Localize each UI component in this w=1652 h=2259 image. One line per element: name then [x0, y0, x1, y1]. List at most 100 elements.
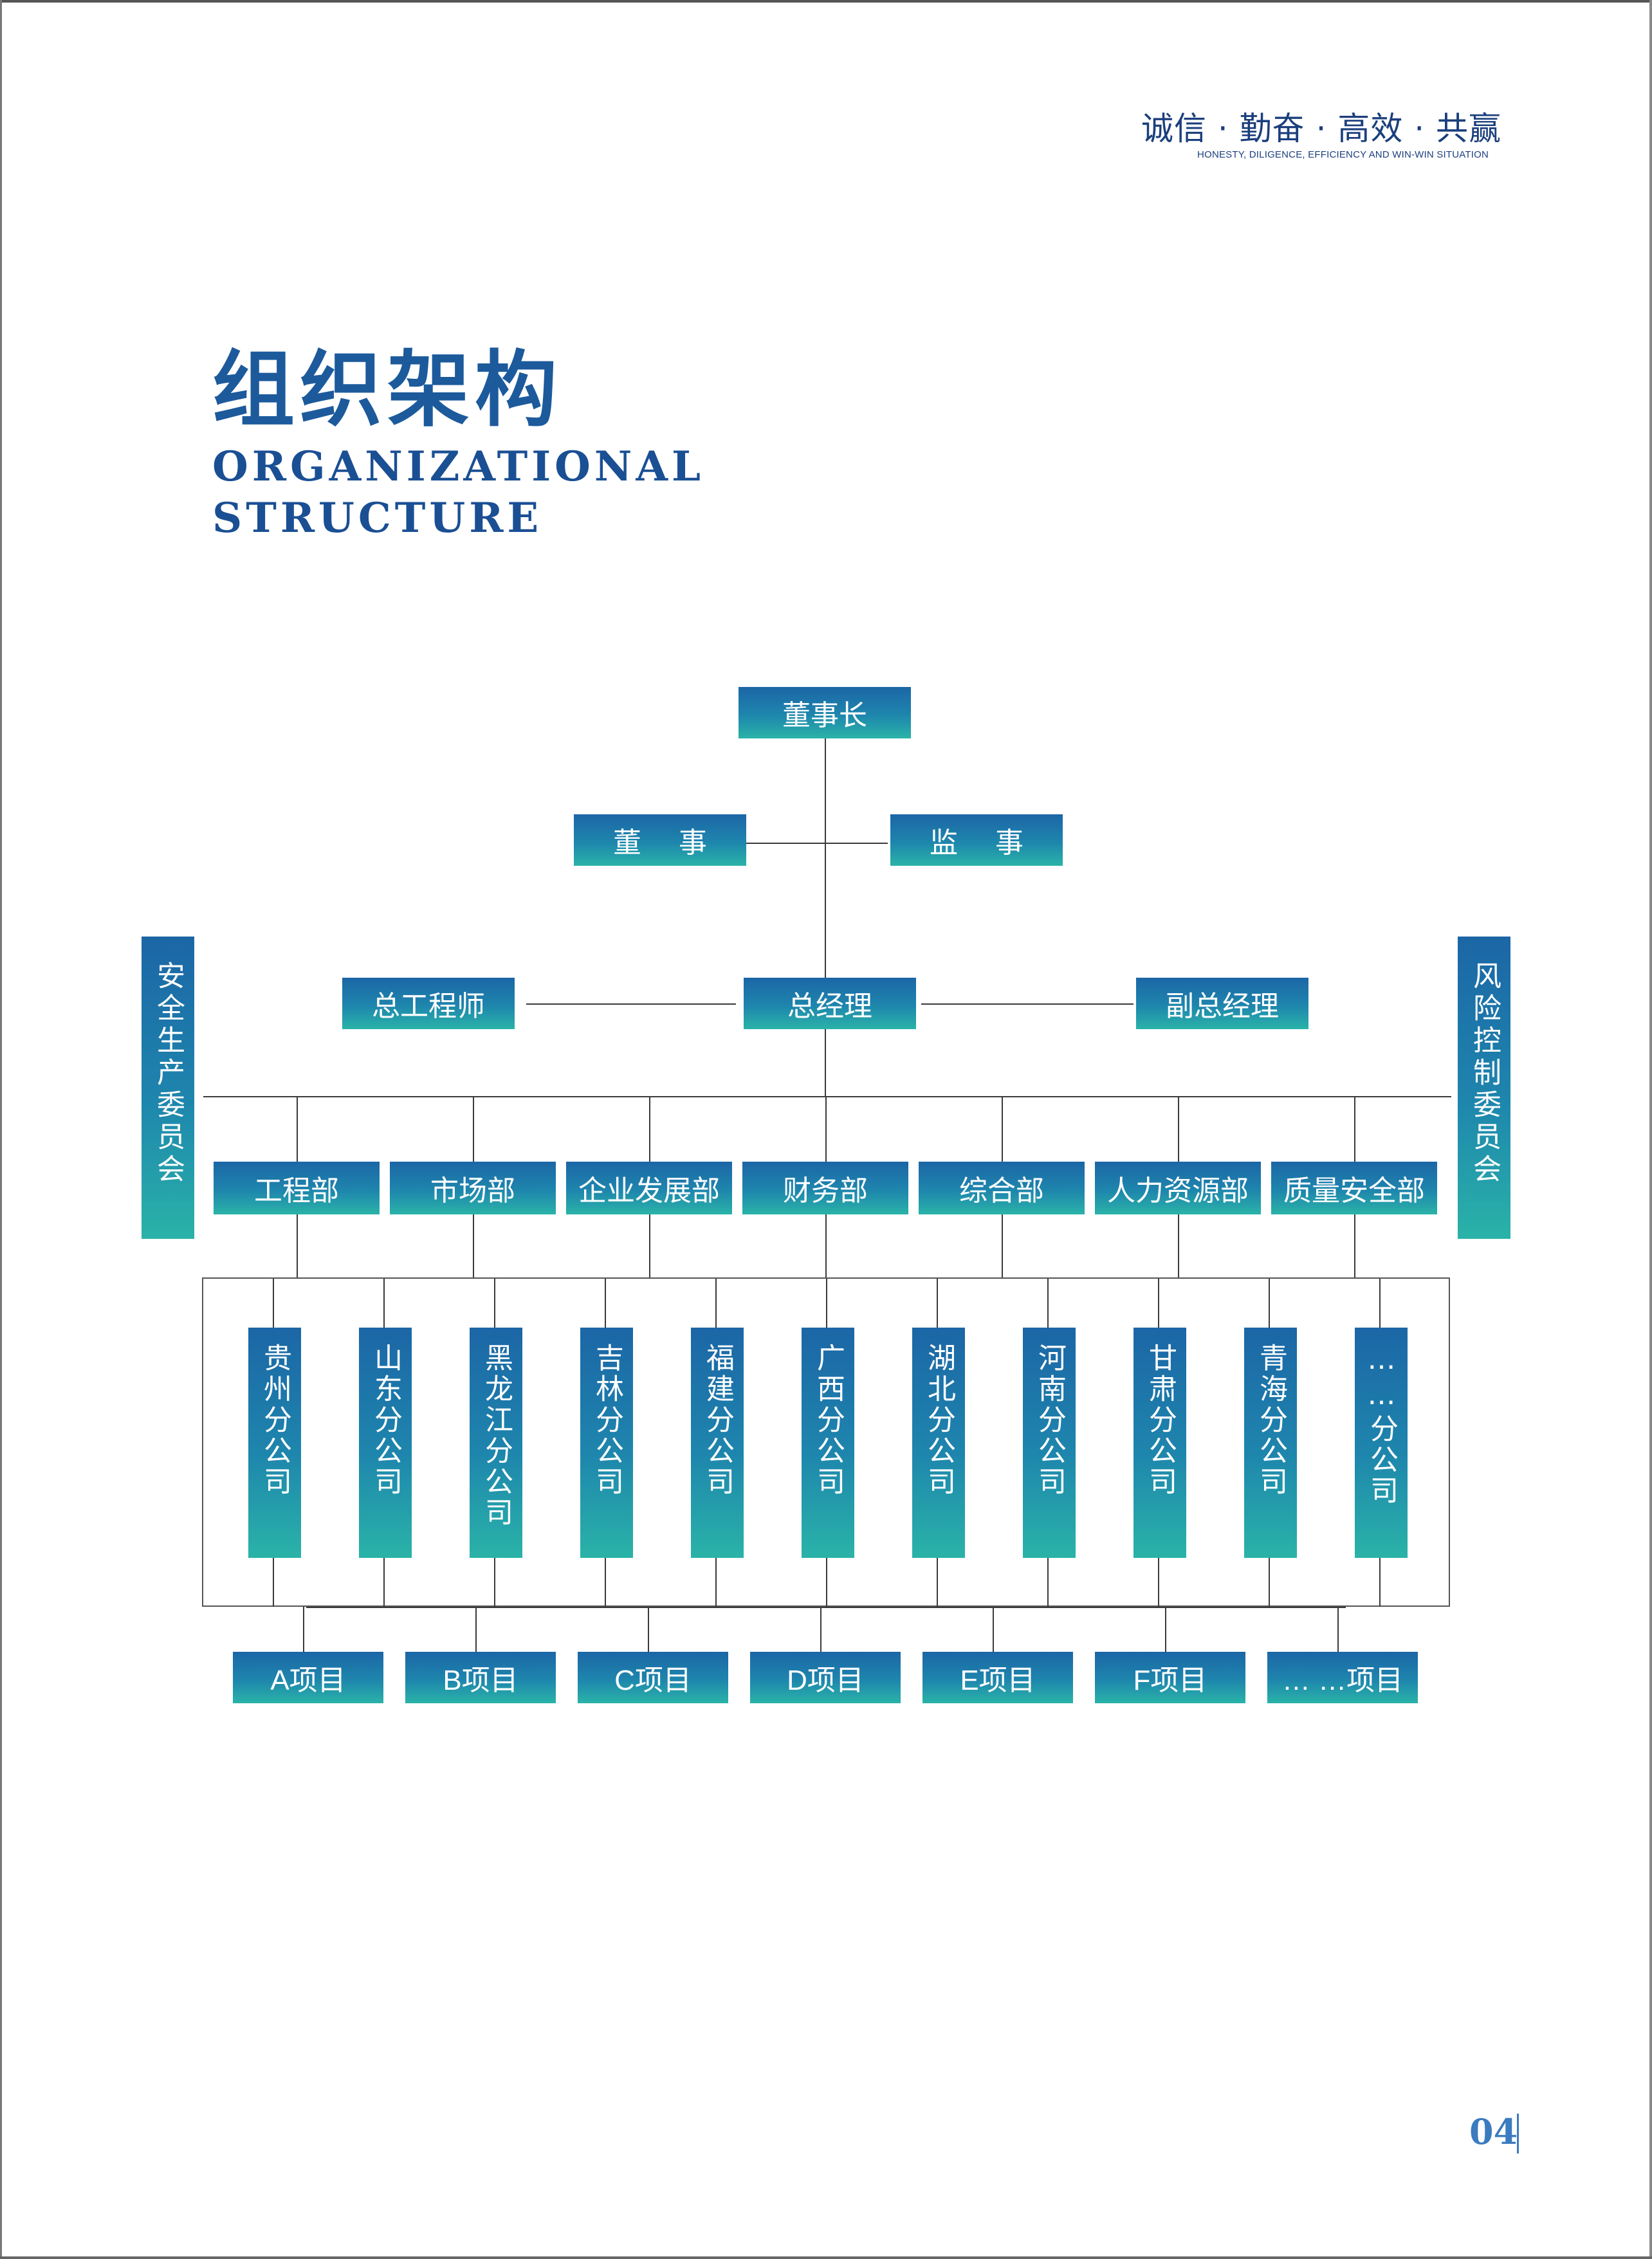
- branch-label: 山东分公司: [369, 1343, 402, 1497]
- branch-label: 吉林分公司: [591, 1343, 623, 1497]
- connector-bus-to-project: [820, 1607, 821, 1652]
- connector-frame-to-branch: [1269, 1279, 1270, 1328]
- connector-frame-to-branch: [1047, 1279, 1049, 1328]
- connector-frame-to-branch: [937, 1279, 938, 1328]
- connector-bus-to-project: [648, 1607, 649, 1652]
- connector-branch-to-frame: [715, 1558, 717, 1607]
- page-title-english-line2: STRUCTURE: [212, 494, 543, 542]
- slogan-english: HONESTY, DILIGENCE, EFFICIENCY AND WIN-W…: [1197, 149, 1489, 160]
- connector-bus-to-project: [993, 1607, 994, 1652]
- connector-bus-to-department: [1354, 1097, 1355, 1162]
- connector-branch-to-frame: [1047, 1558, 1049, 1607]
- department-box: 企业发展部: [566, 1162, 732, 1214]
- project-label: E项目: [960, 1665, 1036, 1696]
- safety-committee-box: 安全生产委员会: [142, 937, 194, 1239]
- director-box: 董 事: [574, 814, 746, 866]
- department-box: 市场部: [390, 1162, 556, 1214]
- connector-frame-to-branch: [715, 1279, 717, 1328]
- chief-engineer-box: 总工程师: [342, 978, 515, 1029]
- connector-branch-to-frame: [826, 1558, 827, 1607]
- department-box: 质量安全部: [1271, 1162, 1437, 1214]
- general-manager-box: 总经理: [744, 978, 916, 1029]
- risk-committee-label: 风险控制委员会: [1468, 961, 1501, 1186]
- connector-bus-to-department: [1002, 1097, 1003, 1162]
- branch-label: ……分公司: [1365, 1343, 1398, 1506]
- connector-branch-to-frame: [494, 1558, 495, 1607]
- connector-frame-to-branch: [605, 1279, 606, 1328]
- connector-department-to-frame: [473, 1214, 474, 1277]
- connector-branch-to-frame: [1158, 1558, 1159, 1607]
- project-label: F项目: [1133, 1665, 1207, 1696]
- risk-committee-box: 风险控制委员会: [1458, 937, 1510, 1239]
- department-label: 质量安全部: [1283, 1175, 1425, 1207]
- project-bus-line: [306, 1607, 1346, 1608]
- connector-bus-to-department: [1178, 1097, 1179, 1162]
- connector-bus-to-department: [473, 1097, 474, 1162]
- project-label: A项目: [270, 1665, 346, 1696]
- project-label: … …项目: [1281, 1665, 1404, 1696]
- page-border-right: [1649, 0, 1652, 2259]
- connector-gm-to-deputy: [921, 1003, 1133, 1005]
- connector-branch-to-frame: [1269, 1558, 1270, 1607]
- connector-branch-to-frame: [1379, 1558, 1381, 1607]
- branch-box: 广西分公司: [802, 1328, 854, 1558]
- branch-label: 青海分公司: [1254, 1343, 1287, 1497]
- chief-engineer-label: 总工程师: [372, 990, 485, 1023]
- connector-branch-to-frame: [273, 1558, 274, 1607]
- page-border-bottom: [0, 2256, 1652, 2259]
- connector-frame-to-branch: [1379, 1279, 1381, 1328]
- branch-box: 河南分公司: [1023, 1328, 1076, 1558]
- department-label: 市场部: [430, 1175, 515, 1207]
- connector-bus-to-project: [1165, 1607, 1166, 1652]
- connector-department-to-frame: [825, 1214, 827, 1277]
- branch-box: 甘肃分公司: [1133, 1328, 1186, 1558]
- slogan-chinese: 诚信 · 勤奋 · 高效 · 共赢: [1141, 110, 1502, 147]
- project-box: E项目: [922, 1652, 1073, 1703]
- branch-label: 湖北分公司: [922, 1343, 955, 1497]
- department-label: 综合部: [959, 1175, 1044, 1207]
- project-box: F项目: [1095, 1652, 1245, 1703]
- connector-bus-to-department: [825, 1097, 827, 1162]
- connector-department-to-frame: [1354, 1214, 1355, 1277]
- connector-bus-to-project: [475, 1607, 477, 1652]
- project-label: B项目: [443, 1665, 519, 1696]
- project-label: D项目: [787, 1665, 864, 1696]
- branch-label: 福建分公司: [701, 1343, 734, 1497]
- connector-frame-to-branch: [494, 1279, 495, 1328]
- connector-bus-to-project: [303, 1607, 304, 1652]
- chairman-box: 董事长: [739, 687, 911, 738]
- department-label: 企业发展部: [578, 1175, 720, 1207]
- connector-department-to-frame: [1178, 1214, 1179, 1277]
- branch-box: 湖北分公司: [912, 1328, 965, 1558]
- safety-committee-label: 安全生产委员会: [152, 961, 185, 1186]
- department-label: 财务部: [783, 1175, 868, 1207]
- project-box: C项目: [578, 1652, 728, 1703]
- connector-branch-to-frame: [383, 1558, 385, 1607]
- connector-frame-to-branch: [826, 1279, 827, 1328]
- connector-department-to-frame: [649, 1214, 650, 1277]
- connector-department-to-frame: [1002, 1214, 1003, 1277]
- branch-label: 贵州分公司: [259, 1343, 291, 1497]
- connector-frame-to-branch: [273, 1279, 274, 1328]
- department-box: 财务部: [742, 1162, 908, 1214]
- connector-department-to-frame: [297, 1214, 298, 1277]
- department-bus-line: [203, 1096, 1451, 1097]
- connector-bus-to-department: [297, 1097, 298, 1162]
- page-number-bar: [1517, 2114, 1519, 2154]
- connector-chairman-to-gm: [825, 738, 826, 979]
- director-label: 董 事: [613, 827, 721, 859]
- connector-branch-to-frame: [605, 1558, 606, 1607]
- connector-gm-to-chief-engineer: [526, 1003, 736, 1005]
- branch-box: 吉林分公司: [580, 1328, 633, 1558]
- connector-bus-to-department: [649, 1097, 650, 1162]
- supervisor-label: 监 事: [930, 827, 1038, 859]
- connector-frame-to-branch: [383, 1279, 385, 1328]
- branch-label: 甘肃分公司: [1144, 1343, 1177, 1497]
- branch-box: 福建分公司: [691, 1328, 744, 1558]
- page-border-top: [0, 0, 1652, 3]
- department-label: 人力资源部: [1107, 1175, 1249, 1207]
- project-box: B项目: [405, 1652, 556, 1703]
- deputy-gm-label: 副总经理: [1166, 990, 1279, 1023]
- project-box: D项目: [750, 1652, 901, 1703]
